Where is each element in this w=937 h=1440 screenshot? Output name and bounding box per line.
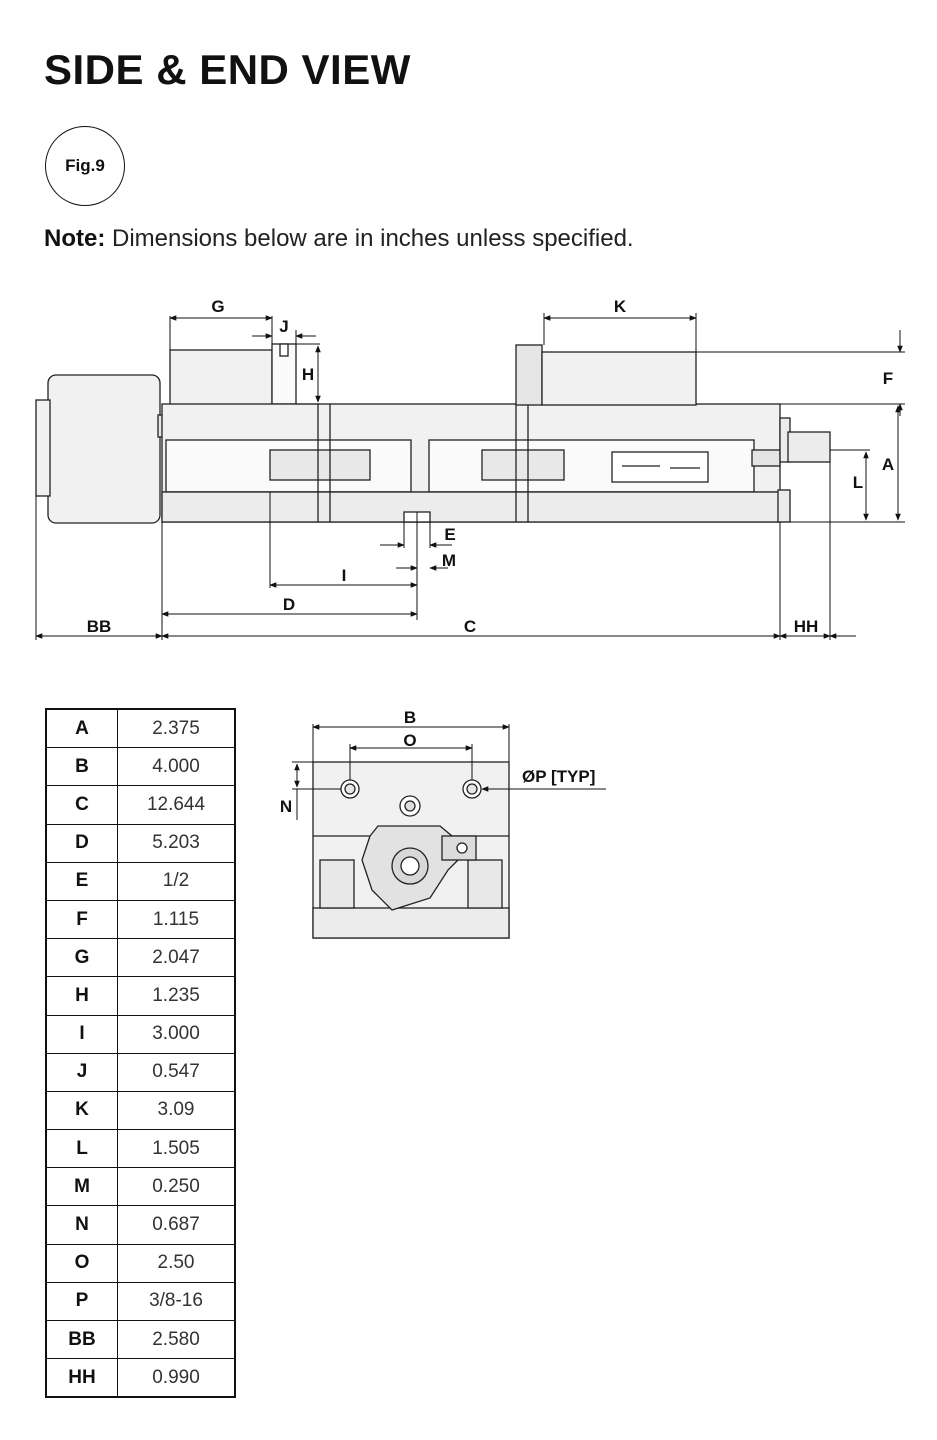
dimension-value: 0.687	[117, 1205, 236, 1245]
label-N: N	[280, 797, 292, 816]
handwheel-hub	[35, 399, 51, 497]
dimension-value: 12.644	[117, 785, 236, 825]
label-D: D	[283, 595, 295, 614]
label-H: H	[302, 365, 314, 384]
dimension-key: C	[45, 785, 118, 825]
dimension-value: 3/8-16	[117, 1281, 236, 1322]
dimension-value: 0.547	[117, 1052, 236, 1092]
dimension-value: 2.375	[117, 708, 236, 749]
label-F: F	[883, 369, 893, 388]
end-view	[312, 761, 510, 939]
label-I: I	[342, 566, 347, 585]
label-HH: HH	[794, 617, 819, 636]
label-P: ØP [TYP]	[522, 767, 595, 786]
side-view	[35, 343, 831, 524]
dimension-value: 3.000	[117, 1014, 236, 1054]
dimension-key: K	[45, 1090, 118, 1131]
page-title: SIDE & END VIEW	[44, 46, 411, 93]
dimension-key: G	[45, 938, 118, 978]
dimension-value: 3.09	[117, 1090, 236, 1131]
dimension-key: P	[45, 1281, 118, 1322]
label-A: A	[882, 455, 894, 474]
label-E: E	[444, 525, 455, 544]
note-text: Dimensions below are in inches unless sp…	[105, 225, 634, 252]
dimension-value: 1/2	[117, 861, 236, 901]
dimension-key: E	[45, 861, 118, 901]
dimension-value: 2.047	[117, 938, 236, 978]
dimension-value: 1.505	[117, 1129, 236, 1169]
label-M: M	[442, 551, 456, 570]
end-view-labels: B O N ØP [TYP]	[280, 708, 596, 816]
figure-badge: Fig.9	[45, 126, 125, 206]
handwheel-body	[47, 374, 161, 524]
moving-jaw	[515, 344, 543, 406]
dimension-value: 0.250	[117, 1167, 236, 1207]
label-G: G	[211, 297, 224, 316]
label-K: K	[614, 297, 627, 316]
dimension-value: 0.990	[117, 1358, 236, 1398]
label-C: C	[464, 617, 476, 636]
dimension-key: N	[45, 1205, 118, 1245]
dimension-key: B	[45, 747, 118, 787]
dimension-key: L	[45, 1129, 118, 1169]
dimension-key: F	[45, 899, 118, 940]
dimension-key: O	[45, 1243, 118, 1283]
end-view-dimensions	[292, 724, 606, 820]
dimension-value: 1.235	[117, 976, 236, 1016]
dimension-key: J	[45, 1052, 118, 1092]
screw-end	[787, 431, 831, 463]
side-view-labels: G J H K F A L E M I D BB C HH	[87, 297, 894, 636]
dimension-key: I	[45, 1014, 118, 1054]
note: Note: Dimensions below are in inches unl…	[44, 224, 634, 254]
side-view-dimensions	[35, 313, 905, 640]
label-L: L	[853, 473, 863, 492]
dimension-value: 2.50	[117, 1243, 236, 1283]
dimension-value: 5.203	[117, 823, 236, 863]
dimension-key: H	[45, 976, 118, 1016]
dimension-key: HH	[45, 1358, 118, 1398]
label-J: J	[279, 317, 288, 336]
dimension-value: 2.580	[117, 1319, 236, 1360]
dimension-key: A	[45, 708, 118, 749]
dimension-value: 4.000	[117, 747, 236, 787]
label-O: O	[403, 731, 416, 750]
dimension-value: 1.115	[117, 899, 236, 940]
dimension-key: BB	[45, 1319, 118, 1360]
label-B: B	[404, 708, 416, 727]
note-label: Note:	[44, 225, 106, 252]
dimension-key: M	[45, 1167, 118, 1207]
label-BB: BB	[87, 617, 112, 636]
nameplate	[611, 451, 709, 483]
dimension-key: D	[45, 823, 118, 863]
